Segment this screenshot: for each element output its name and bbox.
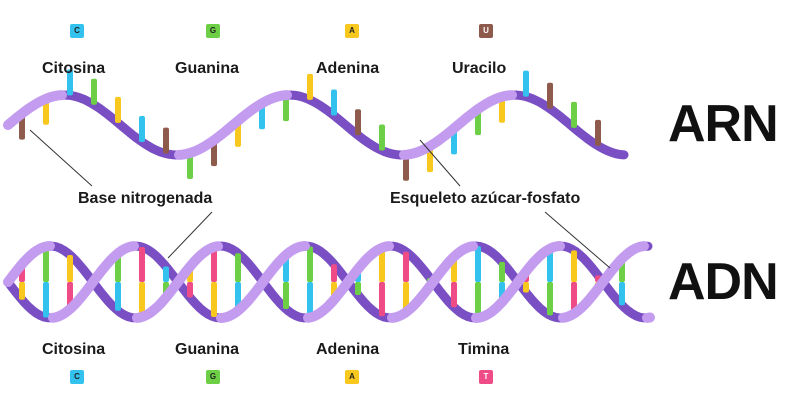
dna-base-guanine (499, 261, 505, 282)
rna-base-adenine (115, 96, 121, 123)
dna-base-cytosine (619, 282, 625, 306)
dna-base-cytosine (163, 266, 169, 282)
dna-base-cytosine (307, 282, 313, 318)
rna-base-adenine (499, 96, 505, 123)
dna-base-thymine (571, 282, 577, 314)
dna-base-thymine (403, 251, 409, 282)
rna-base-uracil (163, 127, 169, 154)
dna-base-adenine (19, 282, 25, 300)
dna-base-thymine (451, 282, 457, 308)
rna-backbone-front-0 (3, 90, 517, 160)
rna-base-uracil (403, 154, 409, 181)
dna-base-guanine (43, 246, 49, 282)
dna-base-thymine (211, 247, 217, 282)
rna-backbone-back-0 (3, 90, 629, 160)
dna-base-guanine (307, 246, 313, 282)
dna-base-adenine (523, 282, 529, 293)
dna-base-adenine (67, 254, 73, 282)
rna-base-cytosine (139, 115, 145, 142)
rna-base-cytosine (523, 70, 529, 97)
dna-base-guanine (475, 282, 481, 318)
rna-base-cytosine (331, 89, 337, 116)
dna-base-cytosine (115, 282, 121, 311)
dna-base-thymine (139, 247, 145, 282)
rna-legend-chip-adenine: A (345, 24, 359, 38)
rna-legend-chip-cytosine: C (70, 24, 84, 38)
rna-title: ARN (668, 95, 779, 153)
rna-base-guanine (571, 101, 577, 128)
dna-base-guanine (547, 282, 553, 316)
rna-legend-label-guanine: Guanina (175, 60, 240, 77)
dna-base-adenine (211, 282, 217, 317)
rna-base-uracil (595, 119, 601, 146)
rna-base-guanine (379, 124, 385, 151)
annotation-sugar-phosphate-backbone: Esqueleto azúcar-fosfato (390, 190, 581, 207)
rna-legend-chip-guanine: G (206, 24, 220, 38)
rna-base-guanine (283, 95, 289, 122)
annotation-leader-base-dna (167, 211, 213, 259)
dna-legend-chip-cytosine: C (70, 370, 84, 384)
dna-title: ADN (668, 253, 779, 311)
dna-base-adenine (139, 282, 145, 317)
dna-legend-chip-adenine: A (345, 370, 359, 384)
annotation-base-nitrogenada: Base nitrogenada (78, 190, 213, 207)
dna-base-cytosine (43, 282, 49, 318)
rna-legend-chip-uracil: U (479, 24, 493, 38)
rna-legend-label-uracil: Uracilo (452, 60, 507, 77)
dna-legend-chip-guanine: G (206, 370, 220, 384)
rna-base-guanine (91, 78, 97, 105)
dna-base-thymine (379, 282, 385, 317)
rna-base-guanine (187, 152, 193, 179)
annotation-leader-base-rna (29, 129, 93, 187)
dna-base-guanine (235, 253, 241, 282)
dna-backbone-front-0 (48, 241, 649, 323)
dna-legend-label-guanine: Guanina (175, 341, 240, 358)
dna-legend-chip-thymine: T (479, 370, 493, 384)
rna-base-adenine (307, 73, 313, 100)
dna-legend-label-adenine: Adenina (316, 341, 380, 358)
annotation-leader-backbone-dna (544, 211, 611, 269)
dna-base-guanine (355, 282, 361, 296)
dna-base-guanine (283, 282, 289, 310)
rna-base-cytosine (67, 69, 73, 96)
dna-base-adenine (571, 250, 577, 282)
rna-base-uracil (355, 109, 361, 136)
rna-legend-label-cytosine: Citosina (42, 60, 106, 77)
rna-base-uracil (547, 82, 553, 109)
dna-base-thymine (331, 264, 337, 282)
dna-base-thymine (187, 282, 193, 298)
dna-base-cytosine (547, 248, 553, 282)
dna-base-cytosine (475, 246, 481, 282)
rna-base-adenine (43, 98, 49, 125)
dna-backbone-front-1 (3, 241, 655, 323)
dna-legend-label-cytosine: Citosina (42, 341, 106, 358)
annotation-leader-backbone-rna (419, 139, 461, 187)
rna-legend-label-adenine: Adenina (316, 60, 380, 77)
dna-base-adenine (379, 247, 385, 282)
dna-legend-label-thymine: Timina (458, 341, 510, 358)
